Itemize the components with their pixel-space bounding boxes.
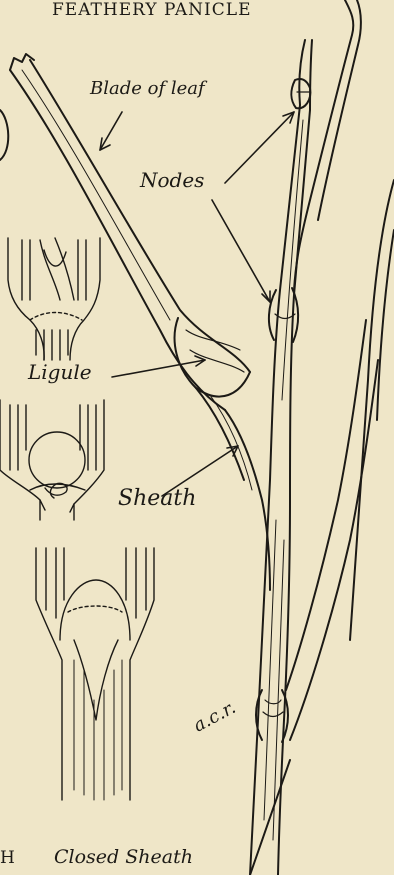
caption-left: H xyxy=(0,848,16,868)
inset-ligule-1 xyxy=(8,238,100,360)
left-edge-fragment xyxy=(0,110,8,160)
caption-closed-sheath: Closed Sheath xyxy=(54,846,193,868)
panicle-title: FEATHERY PANICLE xyxy=(52,0,251,20)
inset-closed-sheath xyxy=(36,548,154,800)
label-sheath: Sheath xyxy=(118,486,196,511)
label-ligule: Ligule xyxy=(28,360,92,384)
label-nodes: Nodes xyxy=(140,168,204,192)
label-blade-of-leaf: Blade of leaf xyxy=(90,78,205,99)
side-branch xyxy=(250,320,378,875)
main-stem xyxy=(250,40,312,875)
inset-ligule-2 xyxy=(0,400,104,520)
